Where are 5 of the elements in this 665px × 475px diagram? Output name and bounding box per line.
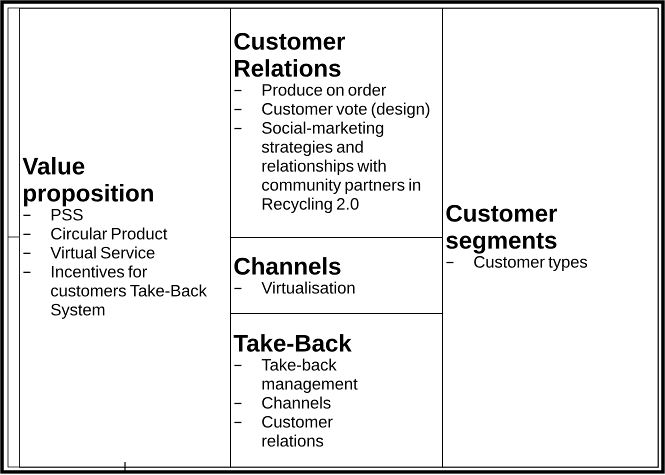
section-box: Customer Relations Produce on order Customer vote (design) Social-marketing strategies and relationships with community partners in Recycling 2.0 (230, 8, 443, 238)
section-box: Customer segments Customer types (442, 8, 659, 468)
section-box: Value proposition PSS Circular Product Virtual Service Incentives for customers Take-Back System (19, 8, 231, 468)
section-box: Channels Virtualisation (230, 237, 443, 314)
section-box: Take-Back Take-back management Channels Customer relations (230, 313, 443, 468)
